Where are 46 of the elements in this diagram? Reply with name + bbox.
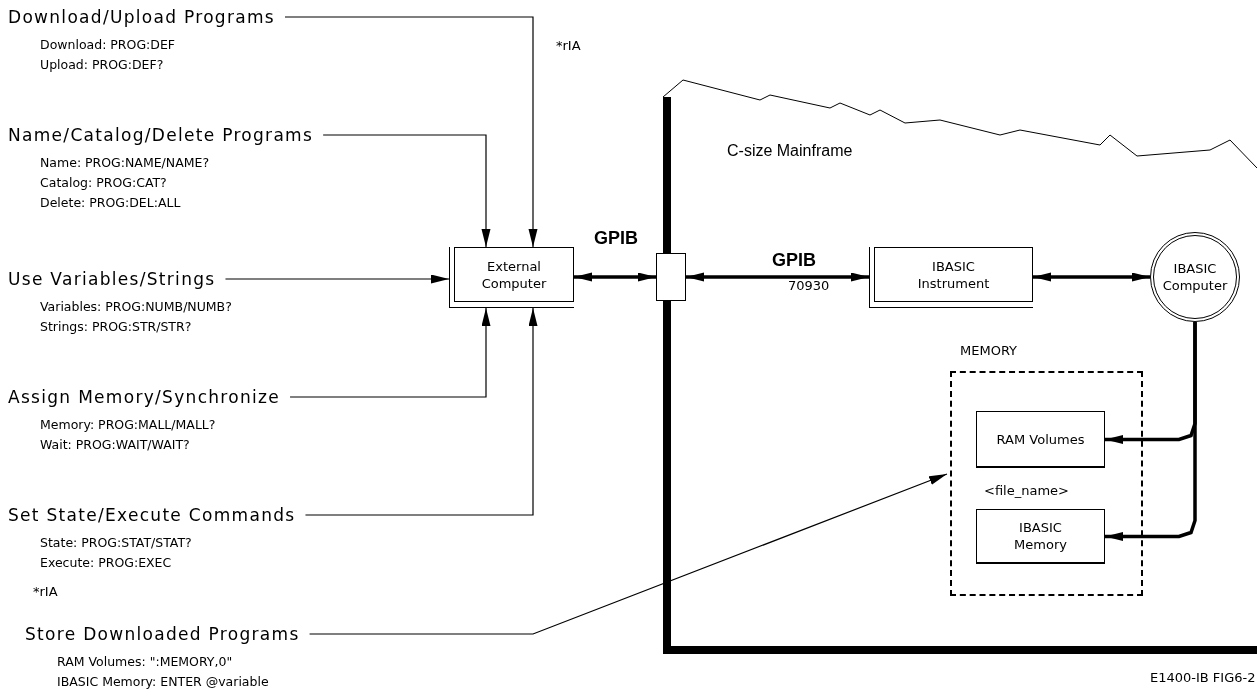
command-syntax: Strings: PROG:STR/STR? bbox=[40, 318, 192, 336]
arrow bbox=[308, 473, 948, 635]
arrow bbox=[1105, 322, 1197, 541]
section-heading: Store Downloaded Programs bbox=[25, 623, 300, 645]
section-heading: Use Variables/Strings bbox=[8, 268, 216, 290]
arrow bbox=[284, 16, 538, 248]
address-label: 70930 bbox=[788, 278, 830, 293]
command-syntax: Upload: PROG:DEF? bbox=[40, 56, 164, 74]
arrow bbox=[686, 272, 869, 282]
command-syntax: Name: PROG:NAME/NAME? bbox=[40, 154, 210, 172]
command-syntax: Execute: PROG:EXEC bbox=[40, 554, 172, 572]
command-syntax: RAM Volumes: ":MEMORY,0" bbox=[57, 653, 233, 671]
note-label: *rIA bbox=[556, 38, 581, 53]
box-label: IBASIC Memory bbox=[1013, 519, 1068, 553]
command-syntax: Wait: PROG:WAIT/WAIT? bbox=[40, 436, 190, 454]
process-box bbox=[976, 411, 1105, 468]
arrow bbox=[289, 307, 491, 398]
file-name-label: <file_name> bbox=[984, 483, 1069, 498]
section-heading: Set State/Execute Commands bbox=[8, 504, 296, 526]
region-label: MEMORY bbox=[960, 343, 1018, 358]
command-syntax: IBASIC Memory: ENTER @variable bbox=[57, 673, 269, 691]
section-heading: Assign Memory/Synchronize bbox=[8, 386, 281, 408]
section-heading: Name/Catalog/Delete Programs bbox=[8, 124, 314, 146]
command-syntax: Variables: PROG:NUMB/NUMB? bbox=[40, 298, 232, 316]
command-syntax: State: PROG:STAT/STAT? bbox=[40, 534, 192, 552]
box-label: IBASIC Instrument bbox=[916, 257, 991, 292]
command-syntax: Download: PROG:DEF bbox=[40, 36, 175, 54]
section-heading: Download/Upload Programs bbox=[8, 6, 275, 28]
process-box bbox=[976, 509, 1105, 564]
arrow bbox=[1033, 272, 1150, 282]
command-syntax: Delete: PROG:DEL:ALL bbox=[40, 194, 181, 212]
enclosure-title: C-size Mainframe bbox=[727, 142, 853, 160]
box-label: IBASIC Computer bbox=[1161, 260, 1229, 294]
arrow bbox=[304, 307, 538, 516]
command-syntax: Catalog: PROG:CAT? bbox=[40, 174, 167, 192]
command-syntax: Memory: PROG:MALL/MALL? bbox=[40, 416, 216, 434]
process-box bbox=[449, 247, 574, 308]
figure-number: E1400-IB FIG6-2 bbox=[1150, 670, 1256, 685]
process-box bbox=[869, 247, 1033, 308]
arrow bbox=[574, 272, 656, 282]
arrow bbox=[224, 274, 450, 284]
arrow bbox=[322, 134, 491, 248]
box-label: External Computer bbox=[480, 257, 548, 292]
note-label: *rIA bbox=[33, 584, 58, 599]
connector-box bbox=[656, 253, 686, 301]
box-label: RAM Volumes bbox=[996, 430, 1085, 448]
